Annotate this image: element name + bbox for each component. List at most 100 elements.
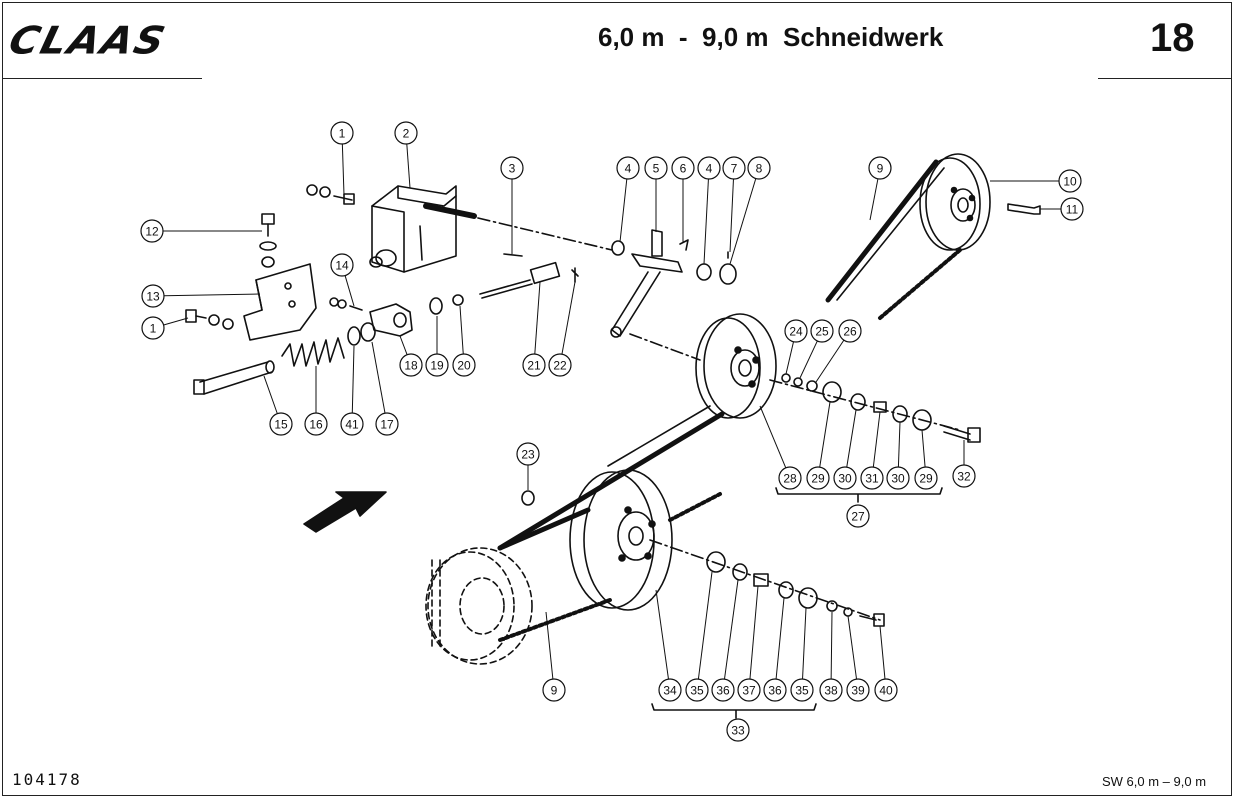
part-callout-10: 10 — [1058, 169, 1082, 193]
part-number-label: 24 — [789, 325, 803, 339]
bearing-part-29 — [822, 381, 842, 403]
part-number-label: 15 — [274, 418, 288, 432]
part-callout-16: 16 — [304, 412, 328, 436]
part-callout-6: 6 — [671, 156, 695, 180]
part-number-label: 2 — [403, 127, 410, 141]
document-number: 104178 — [12, 770, 82, 789]
leader-line-13 — [163, 293, 261, 297]
part-callout-9: 9 — [868, 156, 892, 180]
part-callout-29: 29 — [806, 466, 830, 490]
part-number-label: 3 — [509, 162, 516, 176]
header-rule-left — [2, 78, 202, 79]
part-number-label: 27 — [851, 510, 865, 524]
bushing-part-4 — [696, 263, 712, 281]
part-callout-29: 29 — [914, 466, 938, 490]
part-number-label: 7 — [731, 162, 738, 176]
leader-line-30 — [846, 409, 857, 468]
leader-line-2 — [406, 143, 411, 189]
bushing-part-8 — [719, 263, 737, 285]
part-number-label: 21 — [527, 359, 541, 373]
circlip-part-30 — [850, 393, 866, 411]
leader-line-36 — [723, 579, 739, 680]
part-callout-30: 30 — [886, 466, 910, 490]
part-callout-12: 12 — [140, 219, 164, 243]
part-number-label: 25 — [815, 325, 829, 339]
leader-line-24 — [785, 341, 794, 375]
phantom-drive-pulley — [425, 547, 533, 665]
part-callout-5: 5 — [644, 156, 668, 180]
washer-part-41 — [347, 326, 361, 346]
leader-line-40 — [879, 625, 886, 680]
tension-arm-part-5 — [610, 229, 683, 338]
part-number-label: 32 — [957, 470, 971, 484]
part-number-label: 28 — [783, 472, 797, 486]
washer-part-38 — [826, 600, 838, 612]
part-number-label: 30 — [838, 472, 852, 486]
part-number-label: 29 — [811, 472, 825, 486]
part-number-label: 36 — [716, 684, 730, 698]
part-callout-25: 25 — [810, 319, 834, 343]
part-callout-1: 1 — [141, 316, 165, 340]
part-callout-31: 31 — [860, 466, 884, 490]
part-number-label: 39 — [851, 684, 865, 698]
part-callout-14: 14 — [330, 253, 354, 277]
part-callout-7: 7 — [722, 156, 746, 180]
leader-line-25 — [799, 340, 818, 379]
part-callout-22: 22 — [548, 353, 572, 377]
leader-line-28 — [759, 405, 787, 469]
part-callout-33: 33 — [726, 718, 750, 742]
part-callout-36: 36 — [763, 678, 787, 702]
part-number-label: 36 — [768, 684, 782, 698]
footer-reference: SW 6,0 m – 9,0 m — [1102, 774, 1207, 789]
leader-line-41 — [351, 345, 355, 414]
part-number-label: 40 — [879, 684, 893, 698]
part-number-label: 9 — [877, 162, 884, 176]
part-number-label: 14 — [335, 259, 349, 273]
bolt-part-1 — [306, 184, 355, 205]
part-number-label: 37 — [742, 684, 756, 698]
leader-line-22 — [561, 281, 576, 355]
leader-line-35 — [802, 607, 807, 680]
part-number-label: 41 — [345, 418, 359, 432]
spacer-part-26 — [806, 380, 818, 392]
leader-line-26 — [815, 339, 845, 383]
part-callout-39: 39 — [846, 678, 870, 702]
group-bracket-27 — [775, 487, 943, 503]
bolt-part-12 — [259, 213, 277, 268]
leader-line-29 — [819, 401, 831, 468]
part-callout-19: 19 — [425, 353, 449, 377]
leader-line-39 — [847, 615, 858, 680]
washer-part-25 — [793, 377, 803, 387]
spacer-part-37 — [753, 573, 769, 587]
bolt-part-32 — [943, 425, 981, 443]
part-callout-30: 30 — [833, 466, 857, 490]
part-number-label: 1 — [339, 127, 346, 141]
pin-part-22 — [571, 267, 579, 283]
page-title: 6,0 m - 9,0 m Schneidwerk — [598, 22, 944, 52]
part-number-label: 10 — [1063, 175, 1077, 189]
part-callout-35: 35 — [790, 678, 814, 702]
part-number-label: 18 — [404, 359, 418, 373]
leader-line-20 — [459, 305, 464, 355]
part-number-label: 22 — [553, 359, 567, 373]
bearing-part-35b — [798, 587, 818, 609]
leader-line-9 — [545, 611, 554, 680]
part-callout-1: 1 — [330, 121, 354, 145]
part-number-label: 16 — [309, 418, 323, 432]
lever-part-18 — [369, 303, 413, 337]
leader-line-35 — [697, 571, 713, 680]
part-number-label: 8 — [756, 162, 763, 176]
upper-pulley — [919, 153, 991, 251]
part-number-label: 26 — [843, 325, 857, 339]
direction-arrow-icon — [303, 491, 387, 533]
washer-part-17 — [360, 322, 376, 342]
part-callout-21: 21 — [522, 353, 546, 377]
part-callout-23: 23 — [516, 442, 540, 466]
part-number-label: 35 — [795, 684, 809, 698]
part-number-label: 4 — [706, 162, 713, 176]
bolt-part-14 — [329, 297, 363, 311]
part-callout-26: 26 — [838, 319, 862, 343]
part-callout-35: 35 — [685, 678, 709, 702]
part-callout-41: 41 — [340, 412, 364, 436]
